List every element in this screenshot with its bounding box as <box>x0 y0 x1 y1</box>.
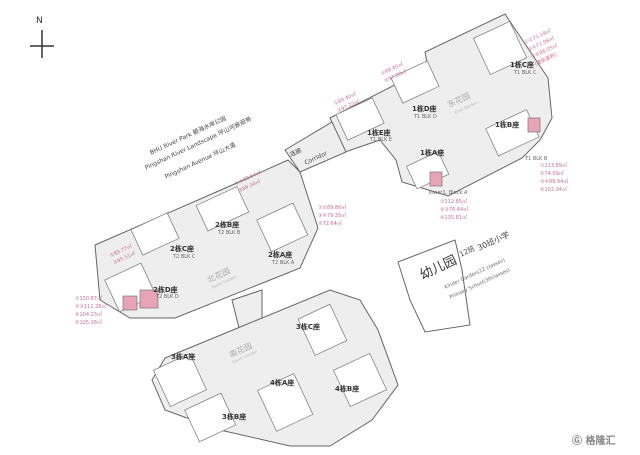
kindergarten-outline <box>397 239 471 333</box>
block-label: 3栋B座 <box>222 413 247 421</box>
block-label: 1栋B座 <box>495 121 520 129</box>
block-label: 1栋E座 <box>367 129 391 137</box>
block-en: T1 BLK B <box>525 156 548 162</box>
block-label: 1栋A座 <box>420 149 445 157</box>
block-en: T1 BLK C <box>514 70 537 76</box>
block-en: T2 BLK A <box>272 260 295 266</box>
block-label: 1栋D座 <box>412 105 437 113</box>
block-label: 2栋B座 <box>215 221 240 229</box>
block-en: T2 BLK C <box>173 254 196 260</box>
block-label: 2栋D座 <box>153 286 178 294</box>
block-label: 2栋C座 <box>170 245 195 253</box>
block-en: T1 BLK D <box>414 114 437 120</box>
block-label: 1栋C座 <box>510 61 535 69</box>
block-label: 3栋C座 <box>296 323 321 331</box>
block-en: Tower1, Block A <box>428 190 468 196</box>
north-arrow-icon <box>30 30 54 58</box>
north-garden <box>94 159 319 319</box>
watermark-logo: Ⓖ 格隆汇 <box>572 436 616 447</box>
north-label: N <box>36 16 43 26</box>
block-en: T1 BLK E <box>370 137 393 143</box>
block-label: 4栋A座 <box>270 379 295 387</box>
building-units <box>104 20 540 443</box>
block-label: 2栋A座 <box>268 251 293 259</box>
block-label: 4栋B座 <box>335 385 360 393</box>
logo-icon: Ⓖ <box>572 436 582 447</box>
block-en: T2 BLK B <box>218 230 241 236</box>
highlighted-units <box>122 117 541 311</box>
corridor-east <box>284 121 347 173</box>
block-label: 3栋A座 <box>171 353 196 361</box>
block-en: T2 BLK D <box>156 294 179 300</box>
